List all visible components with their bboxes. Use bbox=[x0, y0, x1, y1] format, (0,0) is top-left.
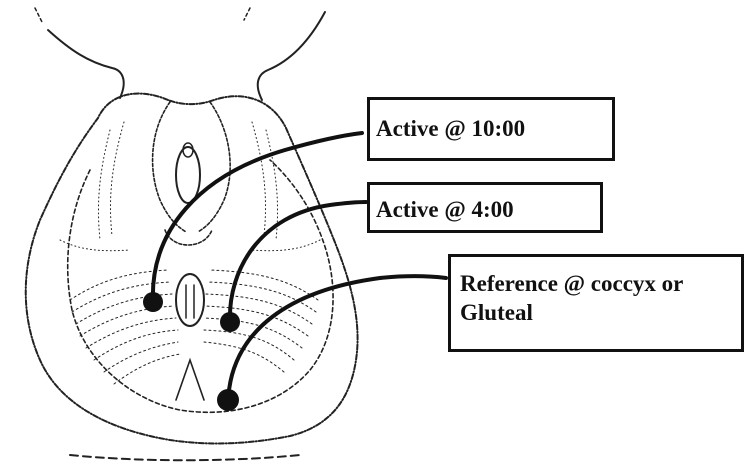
coccyx-wedge bbox=[176, 360, 204, 400]
urethra bbox=[183, 143, 193, 157]
anus bbox=[176, 274, 204, 326]
label-active-400: Active @ 4:00 bbox=[367, 182, 603, 233]
label-active-1000-text: Active @ 10:00 bbox=[376, 116, 525, 141]
left-muscle-fibers bbox=[70, 270, 180, 384]
electrode-active-1000 bbox=[143, 292, 163, 312]
perineal-body bbox=[165, 230, 212, 245]
vaginal-opening bbox=[176, 147, 200, 203]
electrode-active-400 bbox=[220, 312, 240, 332]
top-edge-mark bbox=[35, 8, 250, 22]
label-reference-text: Reference @ coccyx or Gluteal bbox=[460, 271, 683, 325]
anal-sphincter bbox=[186, 285, 194, 318]
leader-line-400 bbox=[230, 202, 366, 322]
leader-line-ref bbox=[228, 276, 446, 400]
electrode-reference bbox=[217, 389, 239, 411]
inner-ring bbox=[68, 160, 333, 412]
bottom-contour bbox=[70, 455, 300, 460]
label-reference: Reference @ coccyx or Gluteal bbox=[448, 254, 744, 352]
right-thigh-contour bbox=[258, 12, 325, 100]
labia-right bbox=[198, 102, 230, 232]
label-active-1000: Active @ 10:00 bbox=[367, 97, 615, 161]
left-thigh-contour bbox=[48, 30, 124, 98]
side-texture bbox=[60, 122, 320, 251]
label-active-400-text: Active @ 4:00 bbox=[376, 197, 514, 222]
